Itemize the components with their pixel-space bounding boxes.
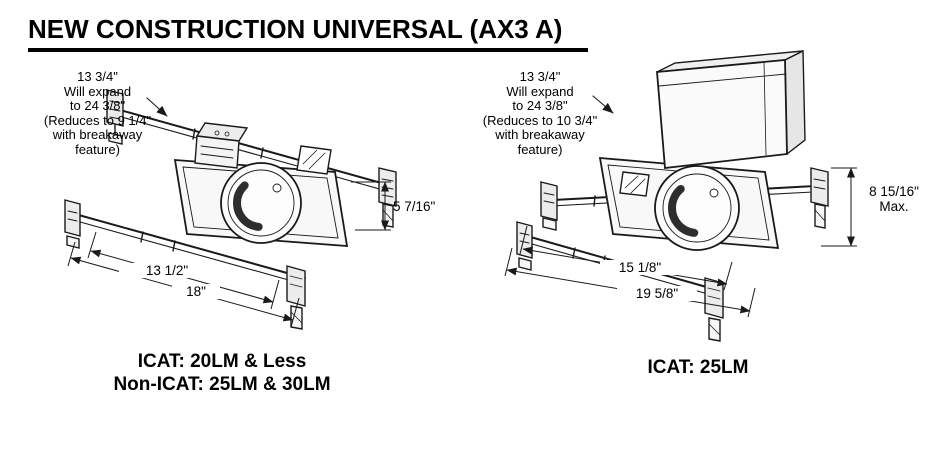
nail-bracket-far-left [106,89,124,145]
left-figure: 13 3/4" Will expand to 24 3/8" (Reduces … [25,60,465,430]
note-line: feature) [75,141,120,157]
left-fixture-drawing [64,89,397,330]
mounting-bracket-detail [296,145,332,175]
height-value: 8 15/16" [869,184,919,199]
note-line: feature) [517,141,563,157]
right-fixture-drawing [504,50,857,342]
nail-bracket-far-left [540,181,558,231]
note-line: with breakaway [52,127,143,142]
note-leader-arrow [146,97,168,117]
right-overall-width-dimension-label: 19 5/8" [617,286,697,301]
height-qualifier: Max. [879,199,909,214]
aperture-circle [220,162,302,244]
left-expand-note: 13 3/4" Will expand to 24 3/8" (Reduces … [25,69,170,157]
right-frame-width-dimension-label: 15 1/8" [600,260,680,275]
right-caption: ICAT: 25LM [523,356,873,379]
note-line: 13 3/4" [519,69,561,84]
caption-line: ICAT: 25LM [647,357,749,378]
right-figure: 13 3/4" Will expand to 24 3/8" (Reduces … [465,50,935,430]
note-line: Will expand [506,83,574,99]
left-height-dimension-label: 5 7/16" [393,199,436,214]
aperture-circle [654,165,740,251]
right-height-dimension-label: 8 15/16" Max. [859,184,929,214]
junction-box [194,122,249,169]
right-expand-note: 13 3/4" Will expand to 24 3/8" (Reduces … [465,69,615,157]
note-line: (Reduces to 9 1/4" [43,112,152,128]
nail-bracket-right [378,167,397,228]
nail-bracket-bottom [704,277,724,342]
left-frame-width-dimension-label: 13 1/2" [119,263,215,278]
nail-bracket-right [810,167,829,229]
housing-box [656,50,806,169]
left-overall-width-dimension-label: 18" [172,284,220,299]
page-title: NEW CONSTRUCTION UNIVERSAL (AX3 A) [28,14,563,44]
mounting-bracket-detail [619,171,650,197]
note-leader-arrow [592,95,614,114]
note-line: with breakaway [495,127,585,142]
left-caption: ICAT: 20LM & Less Non-ICAT: 25LM & 30LM [47,350,397,396]
caption-line: ICAT: 20LM & Less [137,351,307,372]
far-hanger-bar [117,109,386,191]
note-line: 13 3/4" [77,69,118,84]
note-line: Will expand [63,83,132,99]
caption-line: Non-ICAT: 25LM & 30LM [113,374,331,395]
note-line: to 24 3/8" [69,98,126,113]
nail-bracket-near-left [64,199,81,249]
note-line: (Reduces to 10 3/4" [482,112,598,128]
note-line: to 24 3/8" [512,98,568,113]
nail-bracket-near-left [516,221,533,271]
title-rule [28,48,588,52]
